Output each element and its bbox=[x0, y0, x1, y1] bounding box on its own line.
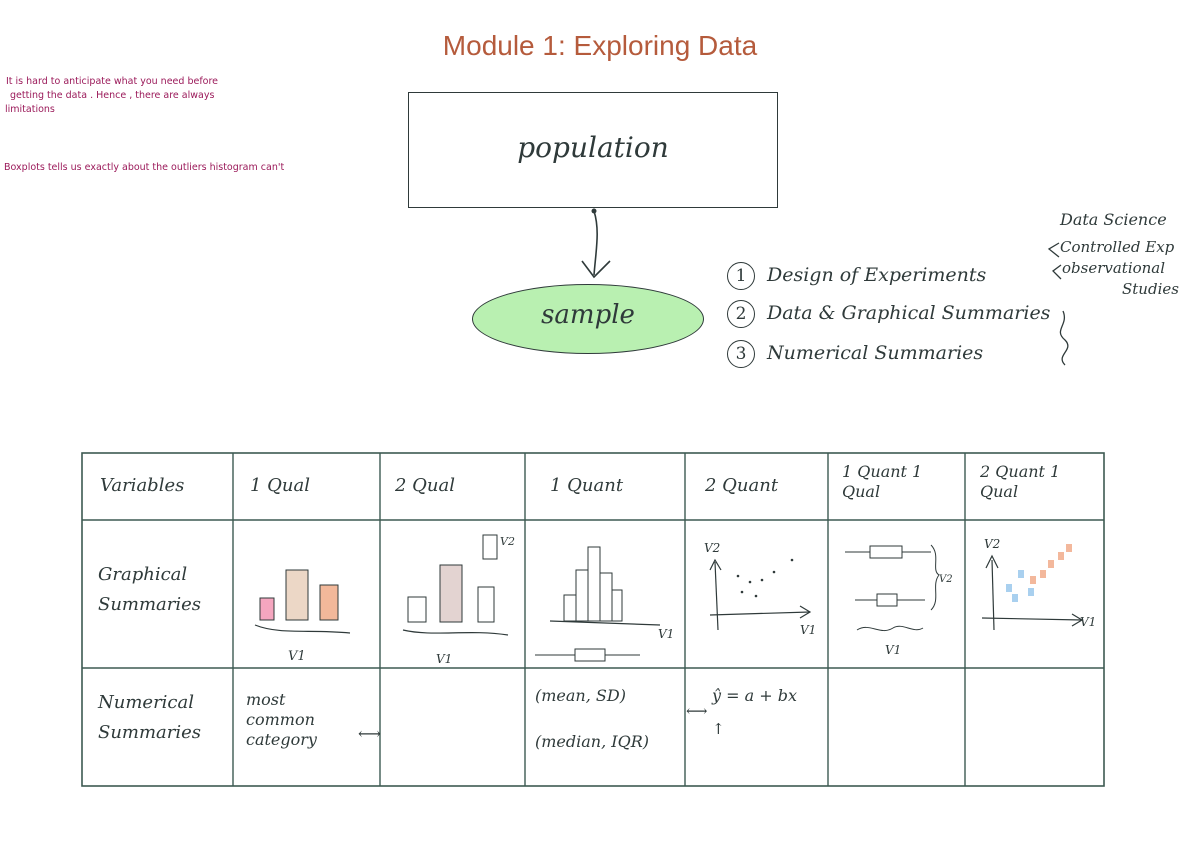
numerical-1-quant-median: (median, IQR) bbox=[535, 732, 649, 751]
one-quant-histogram-sketch: V1 bbox=[535, 546, 674, 662]
quant-qual-boxplot-sketch: V2 V1 bbox=[845, 544, 953, 657]
note-line-3: limitations bbox=[5, 104, 55, 115]
topic-number-2: 2 bbox=[727, 300, 755, 328]
two-qual-axis-label: V1 bbox=[436, 652, 452, 665]
topic-item-2: 2 Data & Graphical Summaries bbox=[727, 300, 1050, 328]
two-quant-y-label: V2 bbox=[704, 541, 720, 555]
two-qual-legend-label: V2 bbox=[500, 535, 515, 548]
topic-label-1: Design of Experiments bbox=[767, 264, 987, 286]
topic-number-3: 3 bbox=[727, 340, 755, 368]
row-label-numerical: Numerical Summaries bbox=[98, 692, 202, 743]
two-qual-bar-sketch: V2 V1 bbox=[402, 534, 515, 665]
population-label: population bbox=[517, 131, 669, 164]
brace-decoration bbox=[1047, 242, 1069, 366]
controlled-exp-label: Controlled Exp bbox=[1060, 238, 1175, 256]
quant-qual-group-label: V2 bbox=[939, 574, 953, 585]
one-quant-axis-label: V1 bbox=[658, 627, 674, 641]
header-1-quant-1-qual: 1 Quant 1 Qual bbox=[842, 462, 923, 501]
topic-label-3: Numerical Summaries bbox=[767, 342, 984, 364]
numerical-2-quant: ŷ = a + bx bbox=[712, 686, 797, 705]
topic-item-3: 3 Numerical Summaries bbox=[727, 340, 983, 368]
topic-label-2: Data & Graphical Summaries bbox=[767, 302, 1051, 324]
sample-label: sample bbox=[541, 300, 635, 330]
header-1-quant: 1 Quant bbox=[550, 475, 624, 496]
quant-qual-axis-label: V1 bbox=[885, 643, 901, 657]
one-qual-axis-label: V1 bbox=[288, 649, 306, 664]
header-2-qual: 2 Qual bbox=[395, 475, 456, 496]
two-quant-qual-y-label: V2 bbox=[984, 537, 1000, 551]
observational-label: observational bbox=[1062, 259, 1166, 277]
two-quant-scatter-sketch: V2 V1 bbox=[704, 541, 816, 637]
two-quant-qual-x-label: V1 bbox=[1080, 615, 1096, 629]
header-variables: Variables bbox=[100, 475, 185, 496]
note-line-1: It is hard to anticipate what you need b… bbox=[6, 76, 219, 87]
two-quant-x-label: V1 bbox=[800, 623, 816, 637]
two-way-arrow-icon: ⟷ bbox=[358, 724, 381, 743]
row-label-graphical: Graphical Summaries bbox=[98, 564, 202, 615]
header-1-qual: 1 Qual bbox=[250, 475, 311, 496]
numerical-1-quant-mean: (mean, SD) bbox=[535, 686, 626, 705]
numerical-1-qual: most common category bbox=[246, 690, 317, 749]
one-qual-bar-sketch: V1 bbox=[254, 569, 351, 664]
note-boxplots: Boxplots tells us exactly about the outl… bbox=[4, 162, 285, 173]
studies-label: Studies bbox=[1122, 280, 1179, 298]
down-arrow-icon bbox=[581, 208, 611, 279]
topic-item-1: 1 Design of Experiments bbox=[727, 262, 986, 290]
quant-arrow-icon: ⟷ bbox=[686, 702, 708, 720]
page-title: Module 1: Exploring Data bbox=[442, 30, 758, 61]
up-arrow-icon: ↑ bbox=[712, 720, 725, 738]
data-science-label: Data Science bbox=[1060, 210, 1167, 229]
note-line-2: getting the data . Hence , there are alw… bbox=[10, 90, 215, 101]
header-2-quant: 2 Quant bbox=[705, 475, 779, 496]
population-box: population bbox=[408, 92, 778, 208]
two-quant-qual-scatter-sketch: V2 V1 bbox=[981, 537, 1096, 631]
sample-ellipse: sample bbox=[472, 284, 704, 354]
topic-number-1: 1 bbox=[727, 262, 755, 290]
header-2-quant-1-qual: 2 Quant 1 Qual bbox=[980, 462, 1061, 501]
